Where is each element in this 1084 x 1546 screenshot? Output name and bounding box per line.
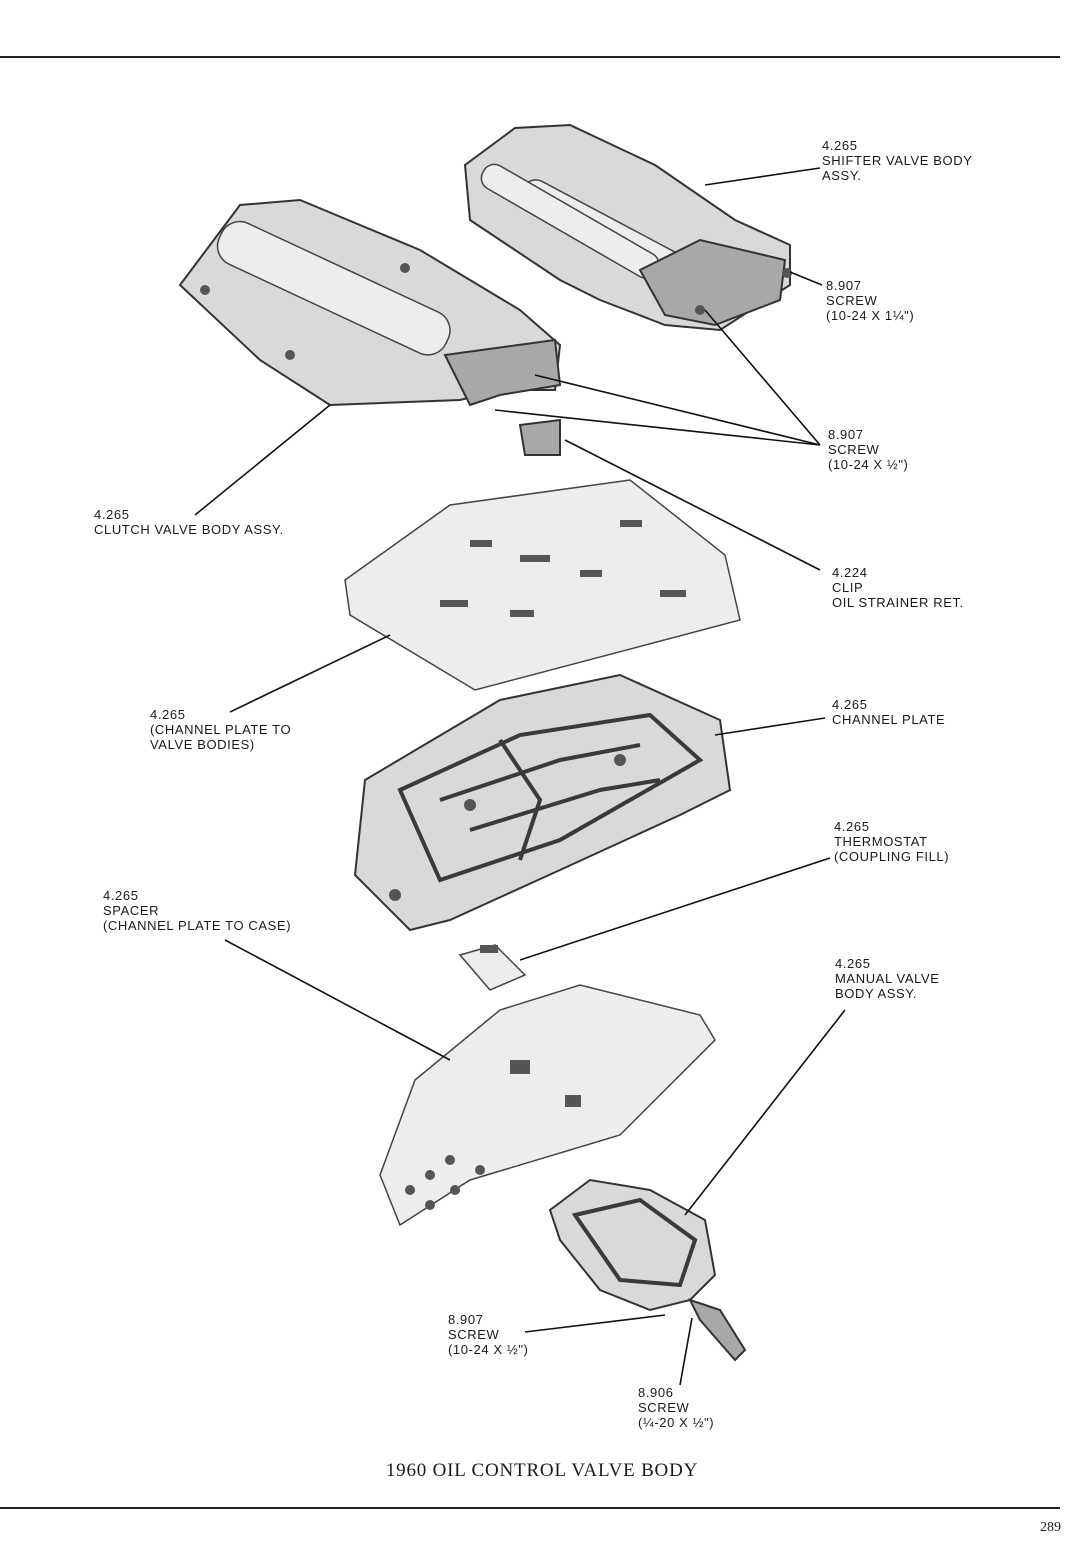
thermostat-part [458, 944, 527, 991]
label-channel-plate-spacer: 4.265 (CHANNEL PLATE TO VALVE BODIES) [150, 707, 292, 752]
label-manual-valve-body: 4.265 MANUAL VALVE BODY ASSY. [835, 956, 940, 1001]
leader-spacer-case [224, 939, 451, 1061]
shifter-valve-body-part [463, 123, 792, 332]
clutch-valve-body-part [178, 198, 562, 456]
top-rule [0, 56, 1060, 58]
leader-screw-mid-a [704, 309, 821, 446]
label-channel-plate: 4.265 CHANNEL PLATE [832, 697, 946, 727]
label-shifter-valve-body: 4.265 SHIFTER VALVE BODY ASSY. [822, 138, 973, 183]
leader-clip [564, 439, 821, 571]
leader-screw-bottom-a [524, 1314, 666, 1333]
bottom-rule [0, 1507, 1060, 1509]
label-screw-mid: 8.907 SCREW (10-24 x ½") [828, 427, 909, 472]
leader-thermostat [519, 857, 831, 961]
leader-screw-mid-c [494, 409, 821, 446]
label-spacer-case: 4.265 SPACER (CHANNEL PLATE TO CASE) [103, 888, 292, 933]
label-clip: 4.224 CLIP OIL STRAINER RET. [832, 565, 964, 610]
spacer-plate-upper-part [344, 479, 741, 691]
leader-screw-mid-b [534, 374, 821, 446]
leader-channel-plate-spacer [229, 634, 391, 713]
leader-manual-valve [684, 1009, 846, 1216]
leader-shifter-valve [704, 167, 821, 186]
leader-channel-plate [714, 717, 826, 736]
leader-screw-bottom-b [679, 1317, 693, 1386]
manual-valve-body-part [548, 1178, 747, 1362]
label-thermostat: 4.265 THERMOSTAT (COUPLING FILL) [834, 819, 950, 864]
spacer-plate-lower-part [379, 984, 716, 1227]
label-clutch-valve-body: 4.265 CLUTCH VALVE BODY ASSY. [94, 507, 284, 537]
channel-plate-part [353, 673, 732, 932]
label-screw-bottom-b: 8.906 SCREW (¼-20 x ½") [638, 1385, 715, 1430]
leader-clutch-valve [194, 404, 331, 516]
page-number: 289 [1040, 1520, 1061, 1535]
label-screw-bottom-a: 8.907 SCREW (10-24 x ½") [448, 1312, 529, 1357]
figure-caption: 1960 OIL CONTROL VALVE BODY [385, 1460, 699, 1481]
label-screw-top: 8.907 SCREW (10-24 x 1¼") [826, 278, 915, 323]
leader-screw-top [789, 271, 823, 286]
